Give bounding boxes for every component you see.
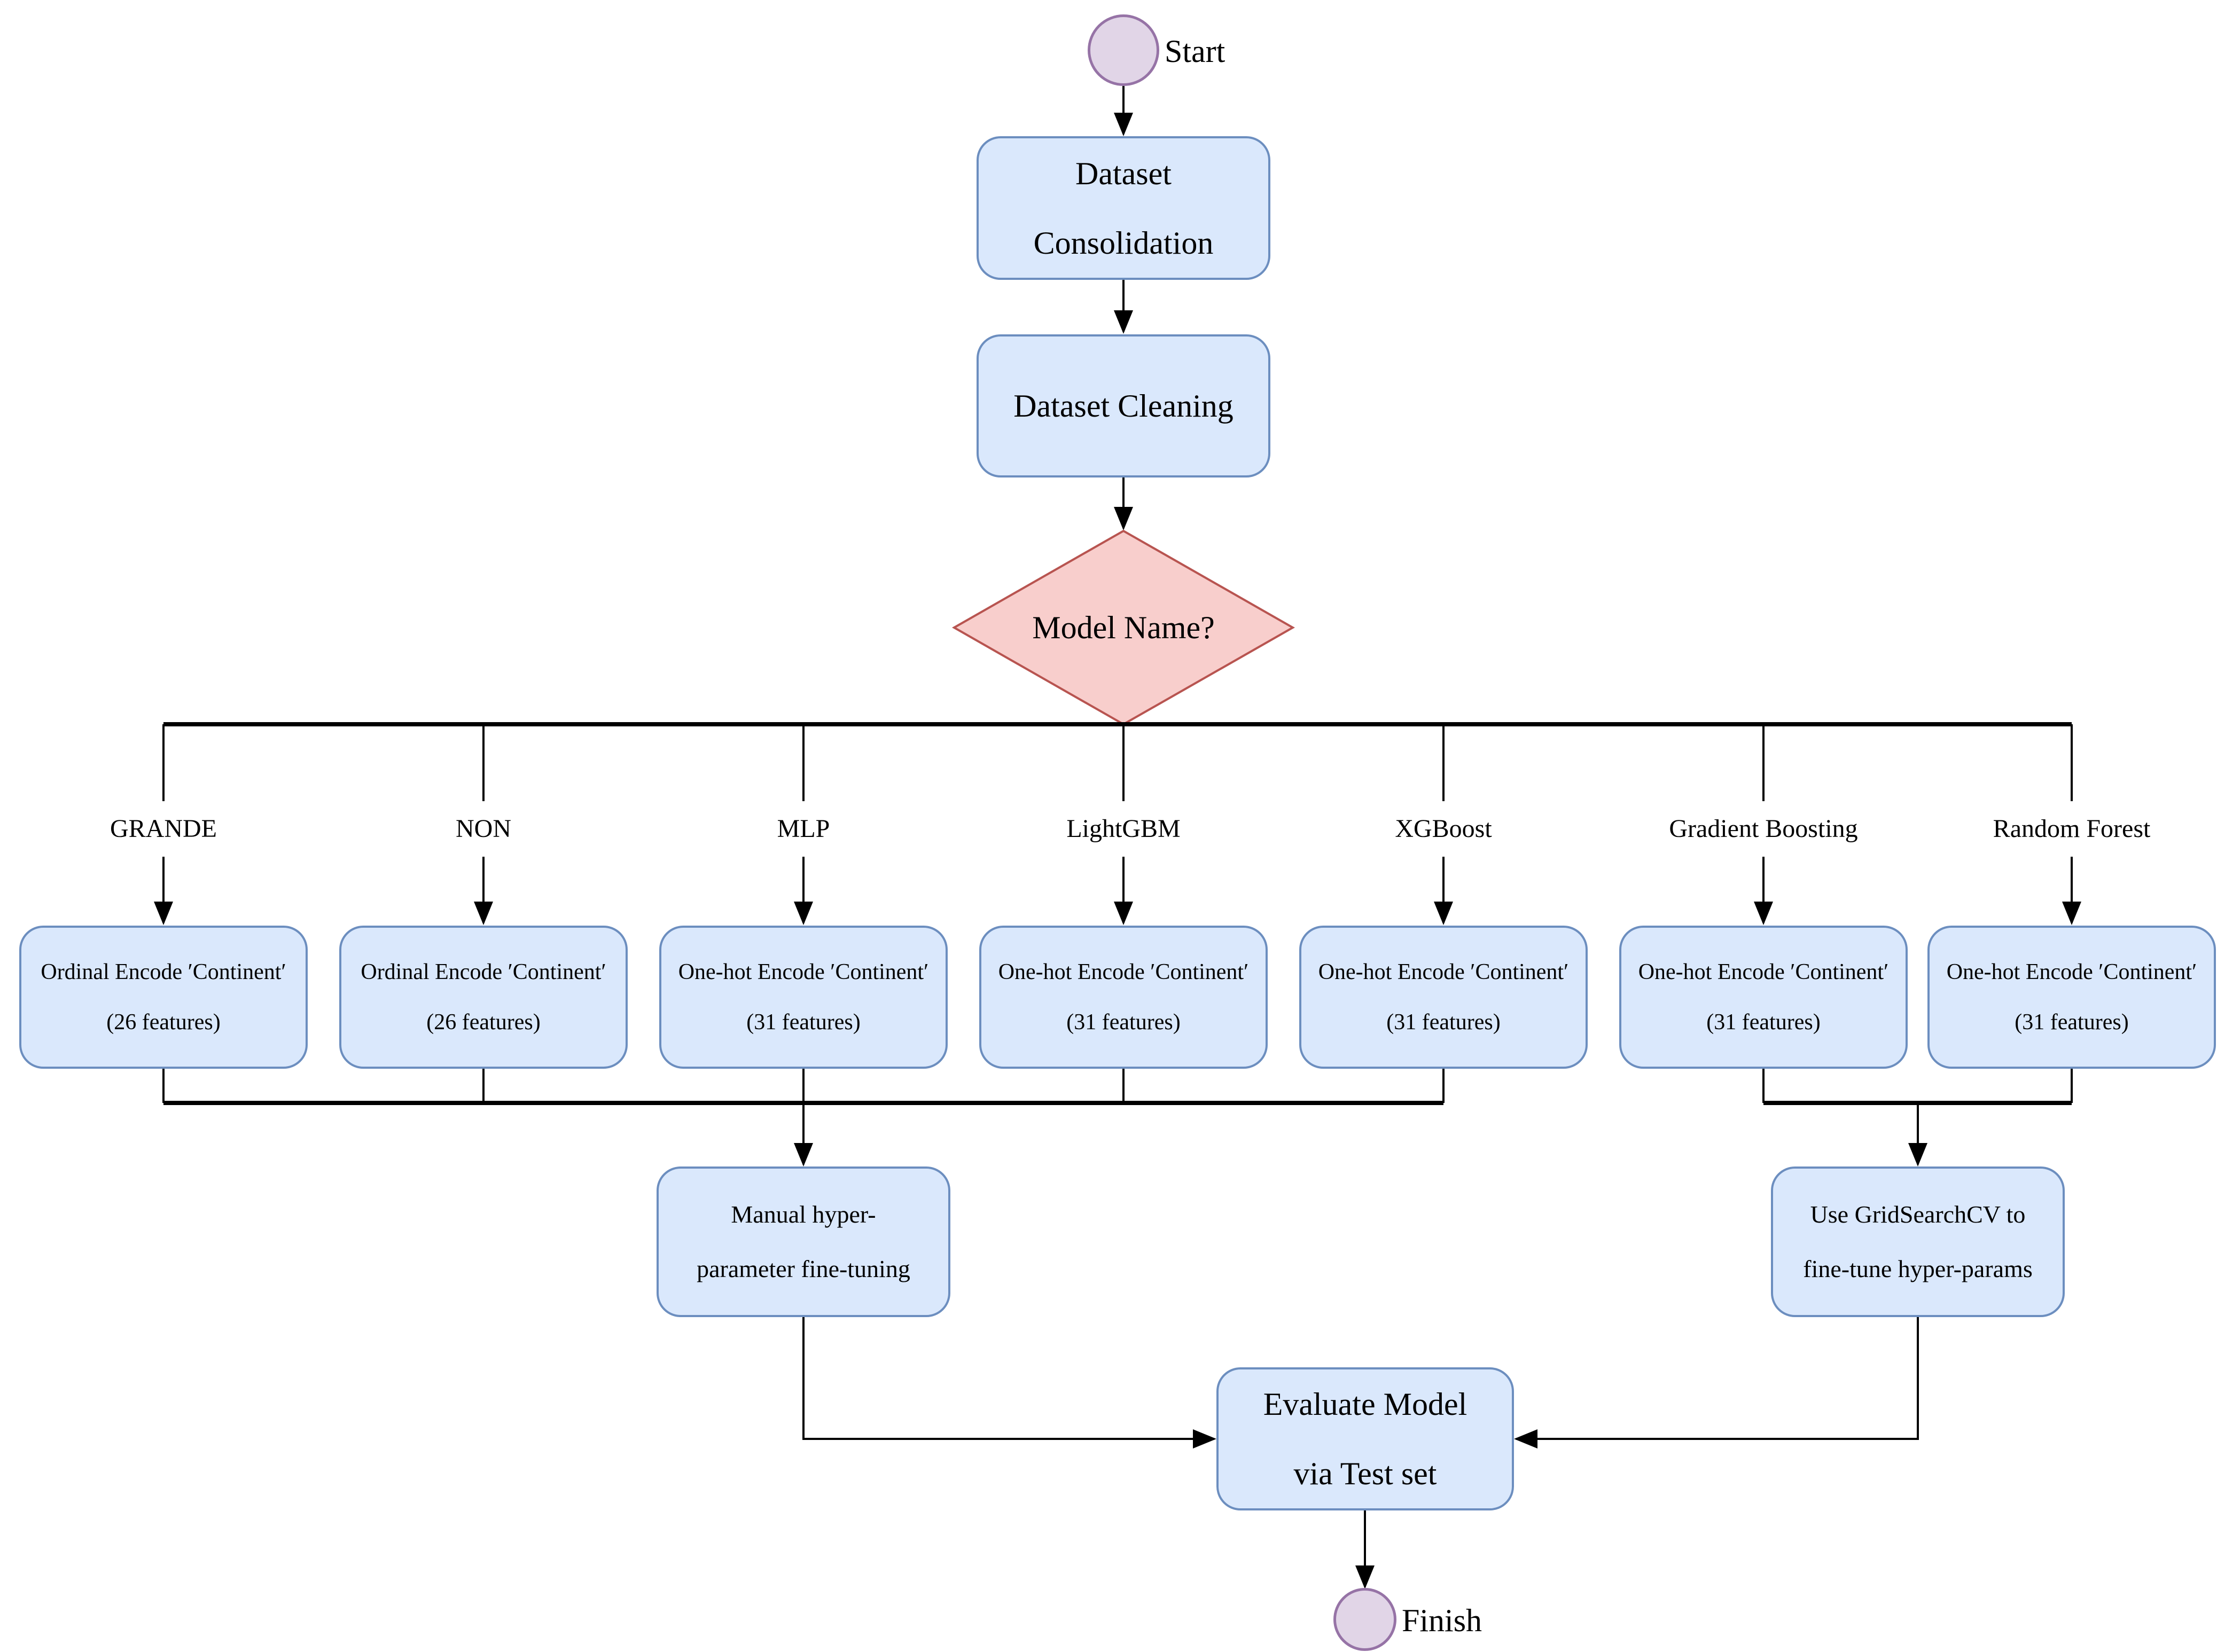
feature-count: (31 features)	[1706, 1010, 1821, 1035]
grid-search-line2: fine-tune hyper-params	[1803, 1255, 2033, 1282]
dataset-consolidation-node: Dataset Consolidation	[977, 136, 1270, 280]
encode-text: One-hot Encode ′Continent′	[1946, 960, 2197, 984]
evaluate-line1: Evaluate Model	[1263, 1387, 1467, 1422]
feature-count: (31 features)	[746, 1010, 861, 1035]
encode-node-xgboost: One-hot Encode ′Continent′ (31 features)	[1299, 926, 1588, 1069]
branch-label-gradient-boosting: Gradient Boosting	[1655, 801, 1872, 857]
grid-search-line1: Use GridSearchCV to	[1810, 1201, 2026, 1228]
encode-node-non: Ordinal Encode ′Continent′ (26 features)	[339, 926, 628, 1069]
evaluate-node: Evaluate Model via Test set	[1216, 1367, 1514, 1510]
decision-diamond	[951, 529, 1295, 726]
decision-label: Model Name?	[1032, 610, 1215, 645]
branch-label-lightgbm: LightGBM	[1052, 801, 1195, 857]
dataset-consolidation-line2: Consolidation	[1033, 225, 1214, 261]
branch-label-random-forest: Random Forest	[1979, 801, 2165, 857]
encode-node-grande: Ordinal Encode ′Continent′ (26 features)	[19, 926, 308, 1069]
manual-tuning-line2: parameter fine-tuning	[697, 1255, 910, 1282]
manual-tuning-node: Manual hyper- parameter fine-tuning	[657, 1166, 950, 1317]
encode-node-lightgbm: One-hot Encode ′Continent′ (31 features)	[979, 926, 1268, 1069]
encode-text: Ordinal Encode ′Continent′	[41, 960, 286, 984]
dataset-cleaning-node: Dataset Cleaning	[977, 334, 1270, 477]
branch-label-grande: GRANDE	[96, 801, 231, 857]
branch-label-xgboost: XGBoost	[1381, 801, 1506, 857]
encode-node-mlp: One-hot Encode ′Continent′ (31 features)	[659, 926, 948, 1069]
feature-count: (31 features)	[1386, 1010, 1501, 1035]
feature-count: (26 features)	[426, 1010, 541, 1035]
encode-text: One-hot Encode ′Continent′	[678, 960, 929, 984]
encode-text: One-hot Encode ′Continent′	[1318, 960, 1569, 984]
finish-node	[1333, 1588, 1396, 1651]
branch-label-mlp: MLP	[763, 801, 844, 857]
encode-text: One-hot Encode ′Continent′	[998, 960, 1249, 984]
feature-count: (31 features)	[1066, 1010, 1181, 1035]
branch-label-non: NON	[442, 801, 525, 857]
encode-node-gradient-boosting: One-hot Encode ′Continent′ (31 features)	[1619, 926, 1908, 1069]
grid-search-node: Use GridSearchCV to fine-tune hyper-para…	[1771, 1166, 2065, 1317]
start-node	[1088, 14, 1159, 86]
manual-tuning-line1: Manual hyper-	[731, 1201, 876, 1228]
dataset-consolidation-line1: Dataset	[1075, 155, 1172, 191]
finish-label: Finish	[1402, 1603, 1482, 1638]
dataset-cleaning-label: Dataset Cleaning	[1013, 388, 1234, 424]
feature-count: (26 features)	[106, 1010, 221, 1035]
encode-text: One-hot Encode ′Continent′	[1638, 960, 1889, 984]
evaluate-line2: via Test set	[1293, 1456, 1437, 1491]
encode-text: Ordinal Encode ′Continent′	[361, 960, 606, 984]
start-label: Start	[1165, 34, 1225, 69]
encode-node-random-forest: One-hot Encode ′Continent′ (31 features)	[1927, 926, 2216, 1069]
feature-count: (31 features)	[2015, 1010, 2129, 1035]
